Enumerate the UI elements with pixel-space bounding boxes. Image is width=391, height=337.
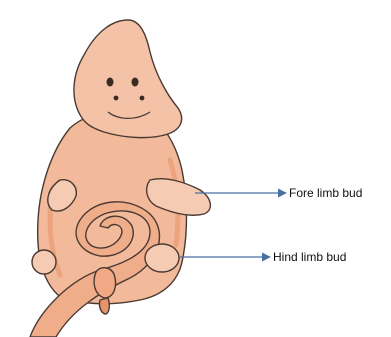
genital-tubercle [94, 268, 115, 298]
hind-limb-label: Hind limb bud [273, 250, 346, 264]
genital-tip [99, 298, 109, 314]
embryo-drawing [30, 20, 210, 337]
eye-left [107, 78, 114, 87]
hind-limb-annotation: Hind limb bud [180, 250, 346, 264]
hind-limb-bud-right [145, 244, 179, 272]
nostril-right [140, 96, 145, 101]
eye-right [132, 78, 139, 87]
nostril-left [114, 96, 119, 101]
hind-limb-bud-left [32, 250, 56, 274]
fore-limb-annotation: Fore limb bud [195, 186, 362, 200]
fore-limb-label: Fore limb bud [289, 186, 362, 200]
embryo-head [74, 20, 182, 138]
